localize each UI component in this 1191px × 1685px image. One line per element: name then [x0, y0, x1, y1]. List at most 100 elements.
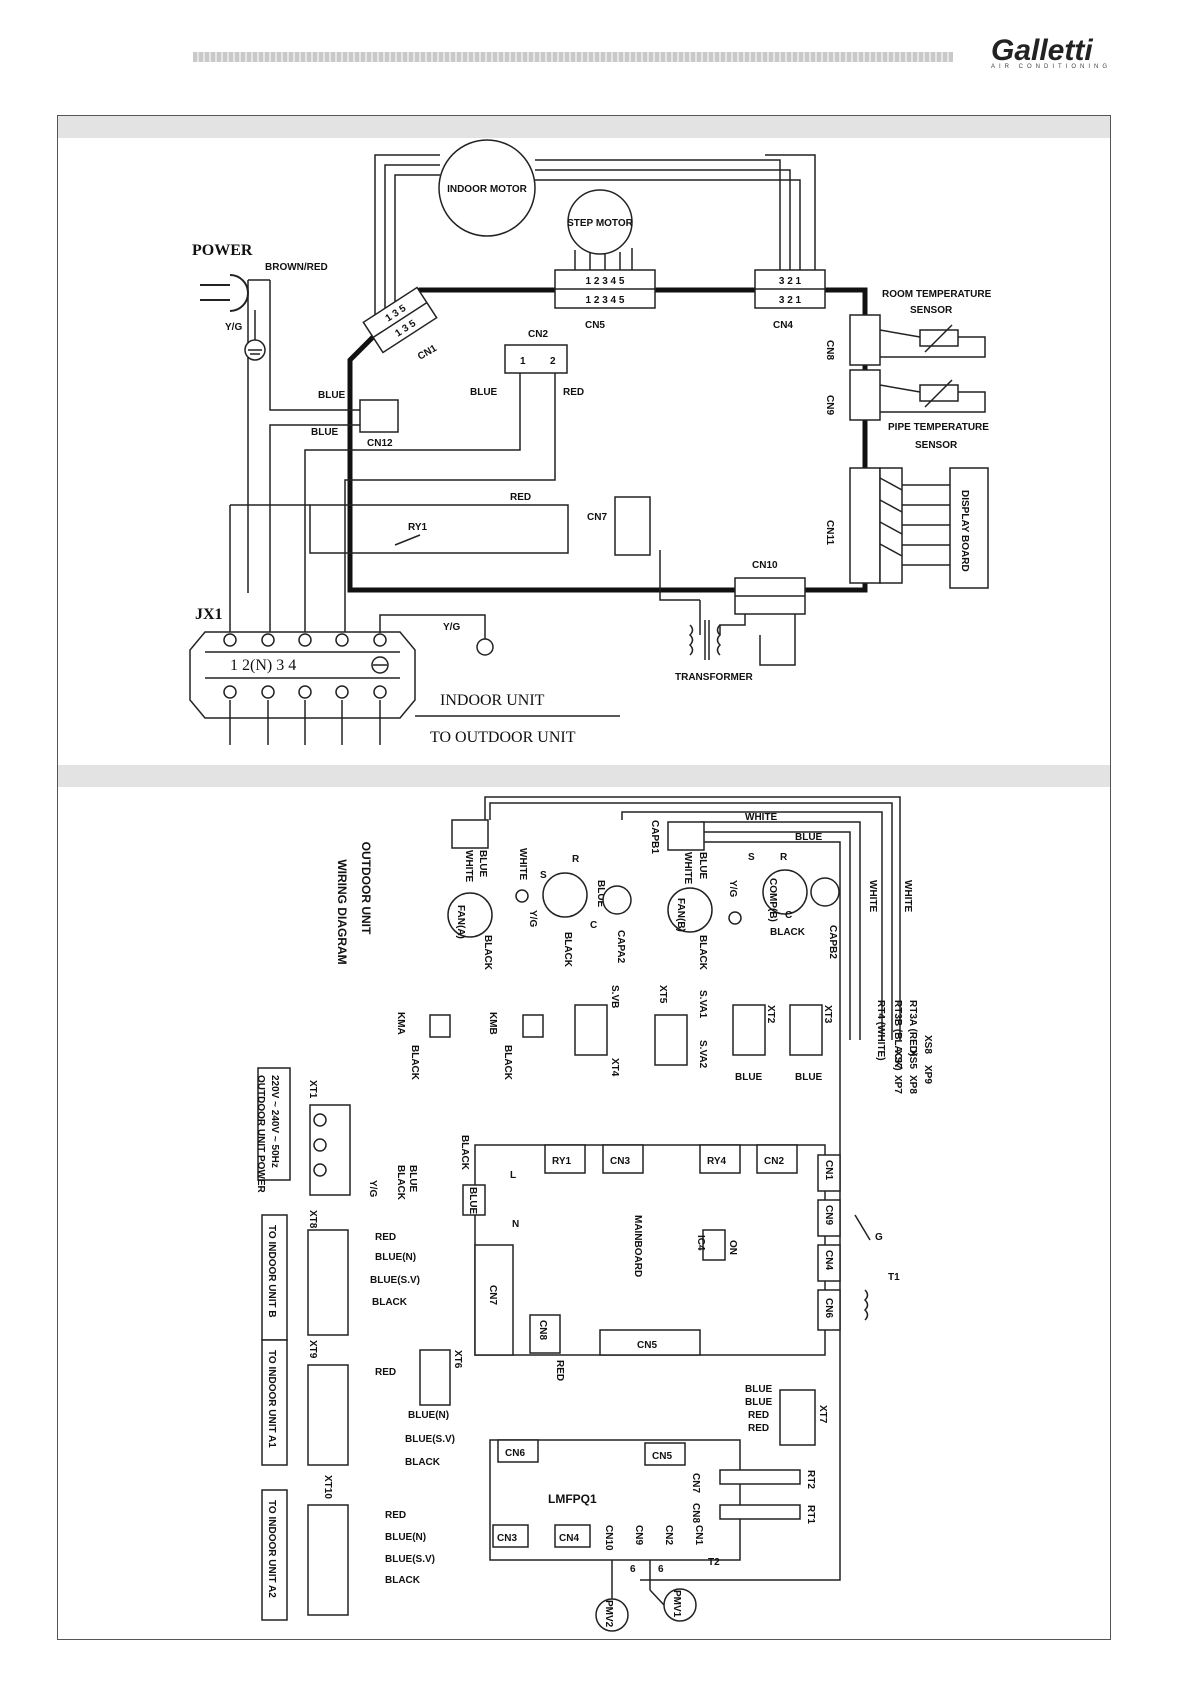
rt2-label: RT2 — [805, 1470, 816, 1489]
indoor-cn8 — [849, 314, 881, 366]
section-band-indoor — [58, 116, 1110, 138]
rt1-sensor — [719, 1504, 801, 1520]
pipe-sensor-label-1: PIPE TEMPERATURE — [888, 422, 989, 433]
xt5-terminal — [654, 1014, 688, 1066]
comp-b-white-label-2: WHITE — [902, 880, 913, 913]
t1-coil-icon — [863, 1289, 869, 1321]
xt10-blue-n-label: BLUE(N) — [385, 1532, 426, 1543]
cn12-blue-label-1: BLUE — [318, 390, 346, 401]
ic4-on-label: ON — [727, 1240, 738, 1255]
indoor-cn2 — [504, 344, 568, 374]
outdoor-blue-terminal — [462, 1184, 486, 1216]
xs8-label: XS8 — [922, 1035, 933, 1054]
indoor-cn12-label: CN12 — [367, 438, 393, 449]
outdoor-cn2-label: CN2 — [764, 1156, 784, 1167]
indoor-cn4-label: CN4 — [773, 320, 793, 331]
kma-black-label: BLACK — [409, 1045, 420, 1081]
cn12-blue-label-2: BLUE — [311, 427, 339, 438]
xt9-terminal — [307, 1364, 349, 1466]
rt3a-label: RT3A (RED) — [907, 1000, 918, 1056]
capb2-capacitor — [810, 877, 840, 907]
indoor-cn5-label: CN5 — [585, 320, 605, 331]
comp-b-r-label: R — [780, 852, 788, 863]
section-band-outdoor — [58, 765, 1110, 787]
xt2-terminal — [732, 1004, 766, 1056]
display-board-label: DISPLAY BOARD — [959, 490, 970, 572]
pmv2-pins-label: 6 — [630, 1564, 636, 1575]
indoor-cn7-label: CN7 — [587, 512, 607, 523]
outdoor-cn8-label: CN8 — [537, 1320, 548, 1340]
brand-tagline: AIR CONDITIONING — [990, 64, 1111, 70]
document-frame — [57, 115, 1111, 1640]
power-label: POWER — [192, 242, 253, 259]
to-outdoor-unit-label: TO OUTDOOR UNIT — [430, 729, 576, 746]
jx1-screws-top — [223, 633, 387, 647]
xs5-label: XS5 — [907, 1050, 918, 1069]
lmfpq1-cn3 — [492, 1524, 529, 1548]
fan-a-black-label: BLACK — [482, 935, 493, 971]
comp-a-yg-label: Y/G — [527, 910, 538, 927]
xt3-blue-label: BLUE — [795, 1072, 823, 1083]
fan-a-white-label: WHITE — [463, 850, 474, 883]
comp-b-white-label-1: WHITE — [867, 880, 878, 913]
indoor-cn2-label: CN2 — [528, 329, 548, 340]
indoor-cn1: 1 3 5 1 3 5 — [362, 286, 438, 354]
mainboard-l-label: L — [510, 1170, 516, 1181]
outdoor-cn5-label: CN5 — [637, 1340, 657, 1351]
comp-b-black-label: BLACK — [770, 927, 806, 938]
mainboard-blue-label: BLUE — [467, 1187, 478, 1215]
comp-a-ground-icon — [515, 889, 529, 903]
outdoor-cn9 — [817, 1199, 841, 1237]
comp-a-blue-label: BLUE — [595, 880, 606, 908]
comp-a-c-label: C — [590, 920, 597, 931]
brown-red-label: BROWN/RED — [265, 262, 328, 273]
comp-b-label: COMP(B) — [767, 878, 778, 922]
fan-b-motor — [667, 887, 713, 933]
lmfpq1-cn4-label: CN4 — [559, 1533, 579, 1544]
top-white-label: WHITE — [745, 812, 778, 823]
indoor-cn10-label: CN10 — [752, 560, 778, 571]
xt9-label: XT9 — [307, 1340, 318, 1359]
cn2-blue-label: BLUE — [470, 387, 498, 398]
indoor-cn8-label: CN8 — [824, 340, 835, 360]
xt10-terminal — [307, 1504, 349, 1616]
xt2-label: XT2 — [765, 1005, 776, 1024]
cn5-pins-bottom: 1 2 3 4 5 — [586, 295, 625, 306]
brand-logo: Galletti AIR CONDITIONING — [991, 34, 1111, 70]
kma-relay — [429, 1014, 451, 1038]
xt7-blue-label-2: BLUE — [745, 1397, 773, 1408]
outdoor-cn4-label: CN4 — [823, 1250, 834, 1270]
lmfpq1-cn6 — [497, 1439, 539, 1463]
cn4-pins-bottom: 3 2 1 — [779, 295, 802, 306]
indoor-cn7 — [614, 496, 651, 556]
xt7-terminal — [779, 1389, 816, 1446]
xt3-terminal — [789, 1004, 823, 1056]
comp-a-black-label: BLACK — [562, 932, 573, 968]
lmfpq1-cn5-label: CN5 — [652, 1451, 672, 1462]
lmfpq1-cn9-label: CN9 — [633, 1525, 644, 1545]
xt7-red-label-1: RED — [748, 1410, 769, 1421]
indoor-ry1-label: RY1 — [408, 522, 428, 533]
xt9-red-label: RED — [375, 1367, 396, 1378]
rt4-label: RT4 (WHITE) — [875, 1000, 886, 1061]
compressor-a — [542, 872, 588, 918]
indoor-cn9-label: CN9 — [824, 395, 835, 415]
pmv2-label: PMV2 — [603, 1600, 614, 1628]
outdoor-cn6 — [817, 1289, 841, 1331]
step-motor — [567, 189, 633, 255]
xt6-label: XT6 — [452, 1350, 463, 1369]
indoor-motor — [438, 139, 536, 237]
outdoor-cn8 — [529, 1314, 561, 1354]
xt6-terminal — [419, 1349, 451, 1406]
to-indoor-a1-label: TO INDOOR UNIT A1 — [266, 1350, 277, 1448]
lmfpq1-cn5 — [644, 1442, 686, 1466]
outdoor-ry4-label: RY4 — [707, 1156, 727, 1167]
outdoor-cn3 — [602, 1144, 644, 1174]
kmb-black-label: BLACK — [502, 1045, 513, 1081]
to-indoor-b-label: TO INDOOR UNIT B — [266, 1225, 277, 1318]
step-motor-label: STEP MOTOR — [567, 218, 634, 229]
to-indoor-a2-label: TO INDOOR UNIT A2 — [266, 1500, 277, 1598]
lmfpq1-cn4 — [554, 1524, 591, 1548]
top-blue-label: BLUE — [795, 832, 823, 843]
fan-a-label: FAN(A) — [455, 905, 466, 939]
